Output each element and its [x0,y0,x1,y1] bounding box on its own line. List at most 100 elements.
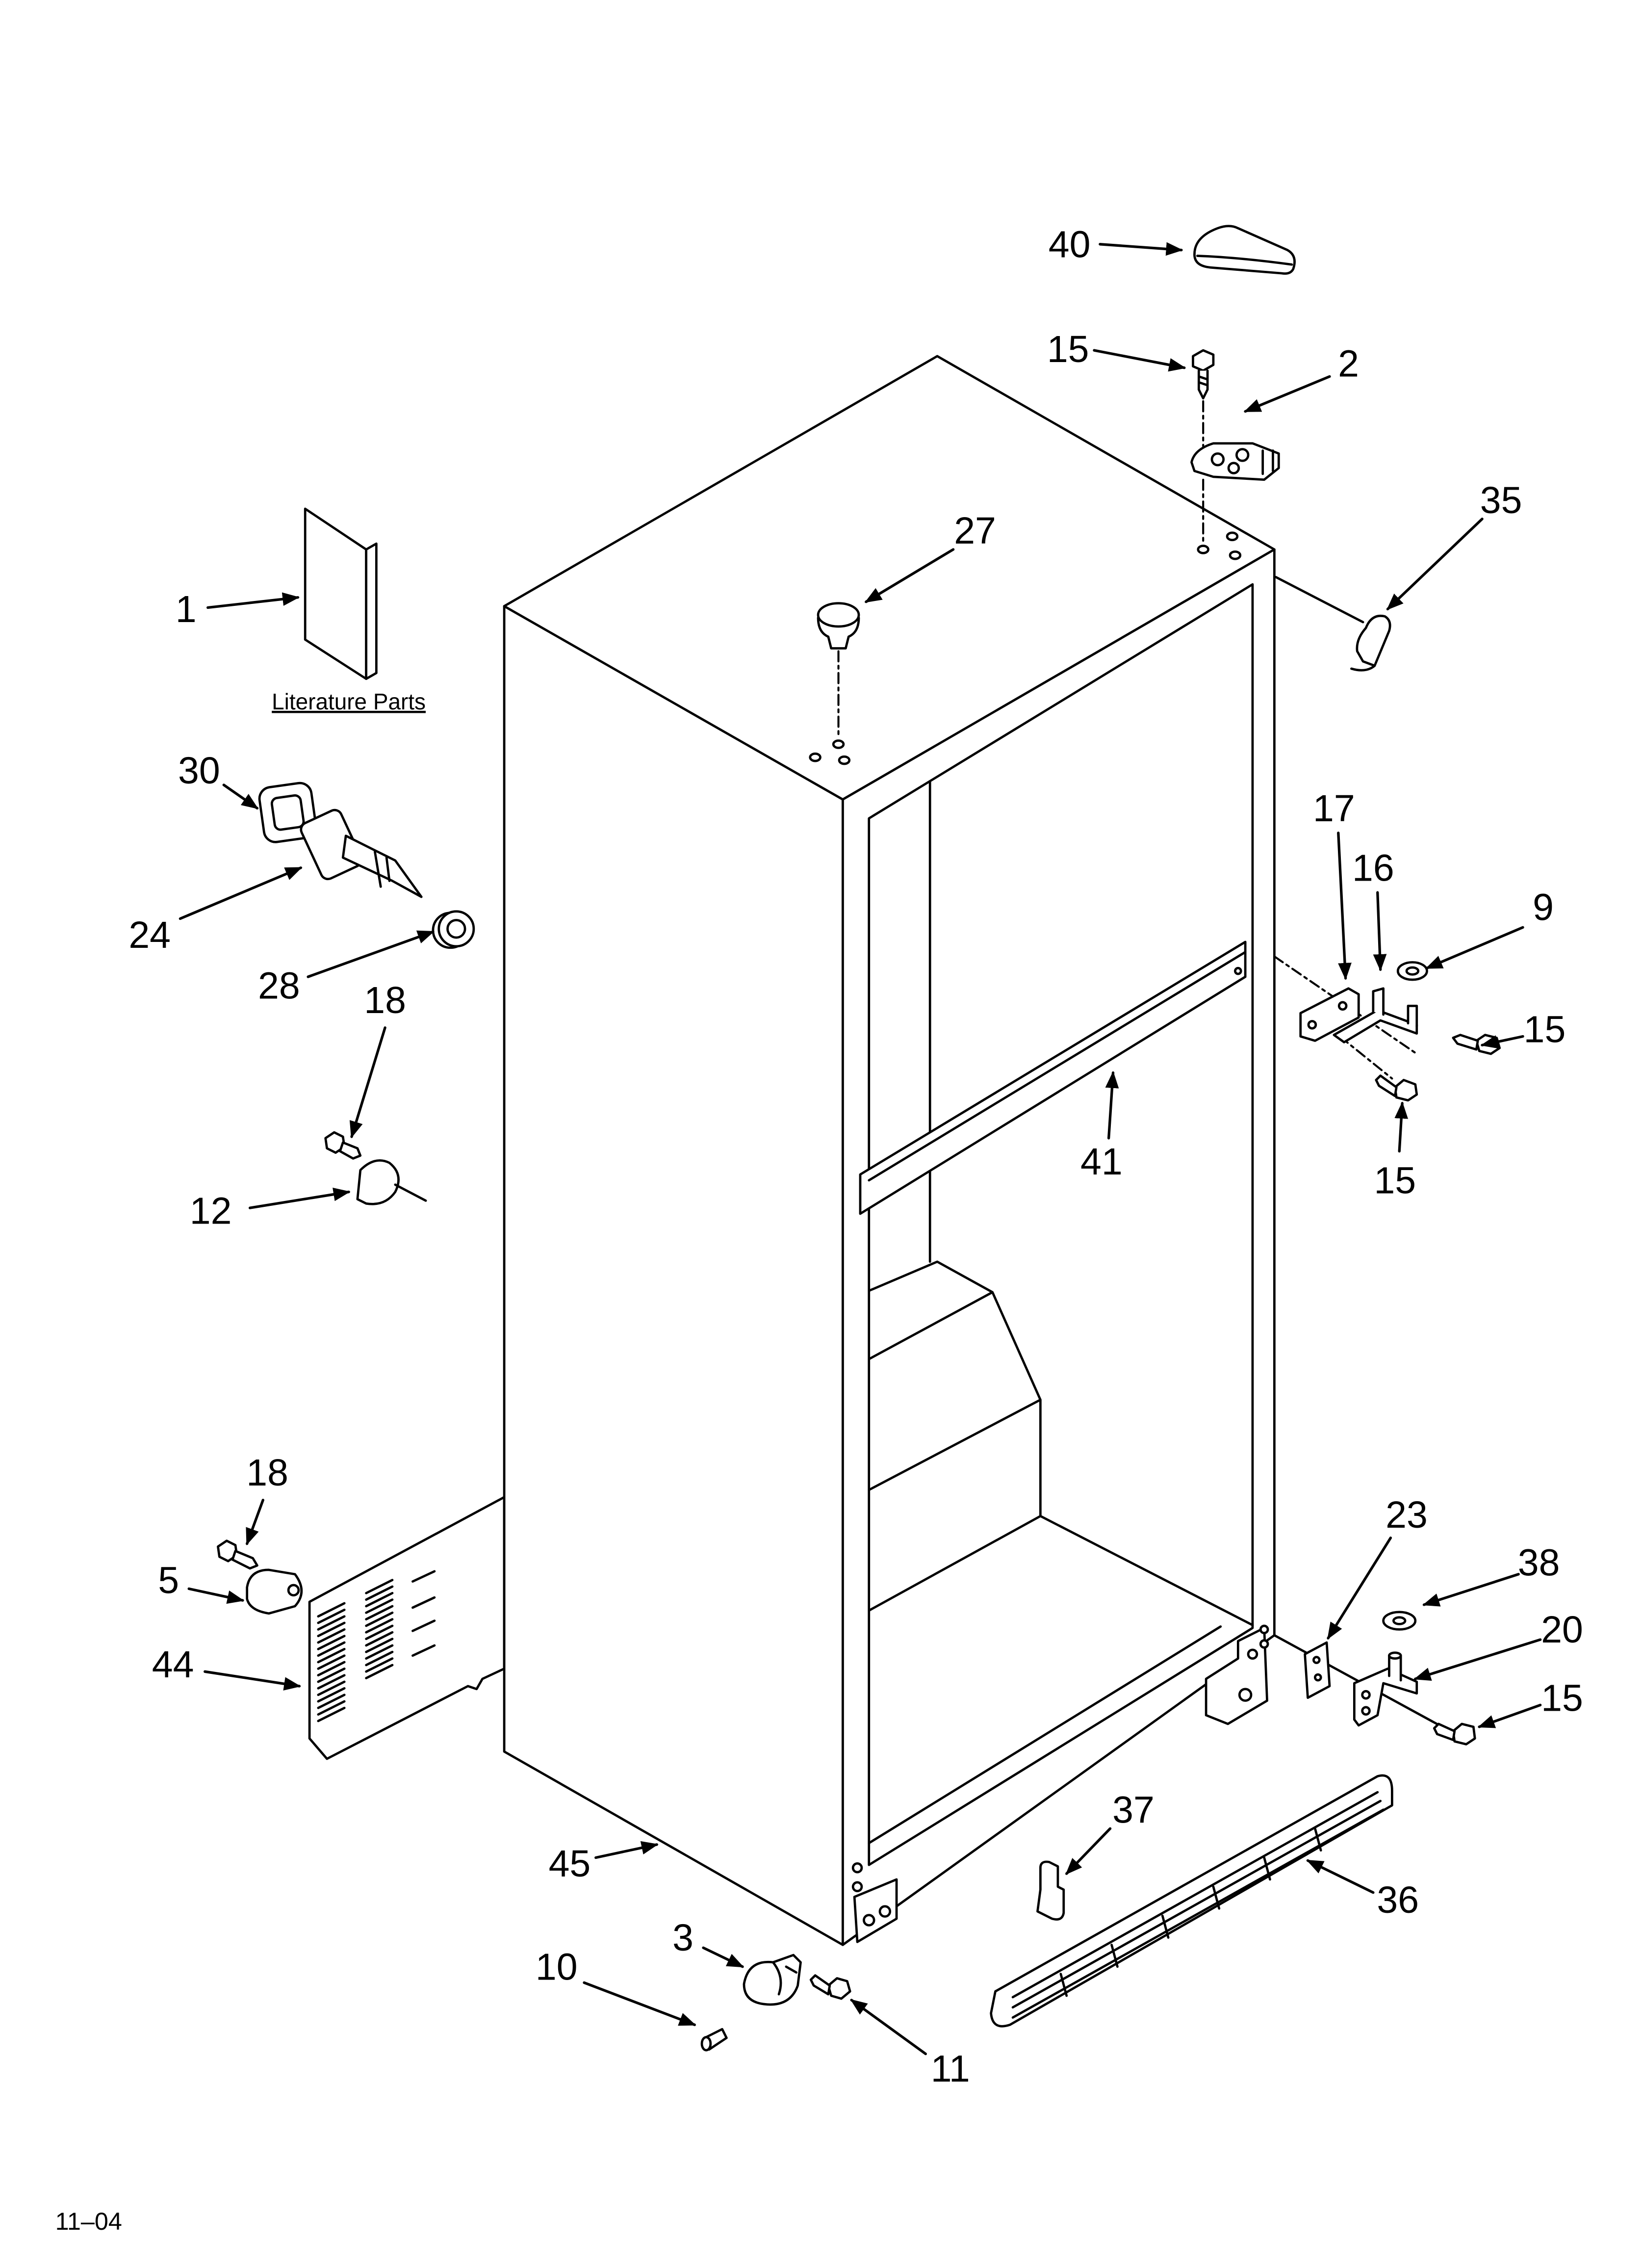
callout-arrow-44 [204,1670,301,1691]
callout-label-11: 11 [931,2048,970,2090]
cabinet-hole [851,1881,863,1893]
light-socket-24-plate [300,808,363,881]
callout-arrow-37 [1065,1827,1112,1875]
bracket-hole [863,1914,875,1927]
washer-9-hole [1405,966,1420,976]
callout-label-24: 24 [128,914,171,956]
callout-arrow-11 [850,1999,927,2056]
pin-10-head [700,2036,712,2052]
date-code: 11–04 [55,2207,122,2235]
hinge-bracket-hole [1238,1688,1253,1702]
washer-38-hole [1392,1616,1407,1625]
callout-arrow-1 [206,592,300,609]
top-hinge-pin [1261,449,1274,475]
shim-23-hole [1313,1673,1322,1682]
top-hole [809,752,821,762]
literature-book-spine [365,542,378,680]
bracket-17-hole [1337,1001,1348,1011]
rail-hole [1234,966,1242,975]
cabinet-opening [868,583,1254,1866]
callout-label-5: 5 [158,1559,179,1601]
clamp-12 [356,1159,400,1205]
screw-11-shank [809,1974,831,1996]
callout-arrow-24 [179,866,303,920]
gasket-30-inner [270,794,305,831]
callout-arrow-18-upper [349,1026,386,1139]
cabinet-hole [1259,1639,1269,1649]
callout-arrow-16 [1373,891,1387,971]
callout-label-44: 44 [152,1643,194,1686]
bottom-hinge-20-pin-top [1388,1651,1402,1660]
liner-divider [868,1260,1254,1626]
callout-label-41: 41 [1080,1141,1123,1183]
callout-arrow-30 [222,783,259,810]
callout-label-40: 40 [1049,223,1091,265]
callout-arrow-40 [1099,242,1183,256]
cabinet-hole [851,1862,863,1874]
callout-label-15-bottom: 15 [1541,1677,1583,1719]
hinge-cover-35-tail [1350,664,1376,672]
grommet-28-hole [446,919,466,939]
callout-label-3: 3 [672,1917,693,1959]
callout-label-45: 45 [549,1843,591,1885]
center-rail-edge [868,951,1247,1182]
callout-label-20: 20 [1541,1609,1583,1651]
clamp-12-wire [394,1183,427,1202]
screw-15-bottom-head [1452,1722,1476,1746]
top-hole [1197,545,1209,554]
callout-label-18-upper: 18 [364,979,406,1021]
center-hinge-16-post [1372,987,1385,1016]
grille-clip-37 [1036,1860,1065,1921]
light-socket-24-shaft [341,834,423,898]
bottom-left-bracket [853,1878,898,1943]
cabinet-side-panel [503,605,844,1946]
callout-label-12: 12 [190,1190,232,1232]
callout-arrow-18-lower [246,1499,264,1545]
screw-15-top-head [1192,349,1215,372]
callout-label-16: 16 [1352,847,1394,889]
hinge-cap-40-edge [1196,255,1293,266]
callout-arrow-23 [1327,1537,1392,1640]
top-hinge-2 [1190,442,1280,481]
callout-label-9: 9 [1533,886,1554,929]
clamp-5 [246,1568,303,1615]
shim-23-hole [1312,1656,1321,1664]
callout-arrow-15-right [1480,1035,1524,1049]
callout-label-30: 30 [178,750,220,792]
callout-label-2: 2 [1338,342,1359,385]
top-hinge-hole [1227,462,1240,474]
callout-label-15-right: 15 [1524,1008,1566,1050]
screw-18-upper-shank [338,1141,362,1160]
top-hole [838,755,851,765]
callout-arrow-35 [1386,518,1484,611]
bracket-hole [878,1905,892,1918]
clamp-5-hole [287,1584,300,1597]
screw-15-lower-shank [1375,1074,1398,1097]
callout-label-28: 28 [258,965,300,1007]
callout-arrow-2 [1243,375,1331,413]
callout-label-23: 23 [1385,1494,1428,1536]
callout-label-1: 1 [176,588,197,630]
callout-label-27: 27 [954,510,996,552]
callout-label-10: 10 [536,1946,578,1988]
callout-arrow-27 [864,548,955,603]
top-hinge-hole [1235,448,1250,462]
callout-arrow-28 [307,930,435,978]
callout-arrow-15-mid [1394,1101,1409,1153]
shim-23 [1304,1641,1331,1699]
callout-label-17: 17 [1313,787,1355,830]
callout-label-15-mid: 15 [1374,1160,1416,1202]
screw-15-top-shank [1197,369,1209,400]
callout-label-18-lower: 18 [246,1452,288,1494]
callout-label-35: 35 [1480,479,1522,521]
screw-15-bottom-shank [1433,1722,1456,1741]
bottom-hinge-20-hole [1361,1690,1371,1700]
callout-arrow-20 [1413,1638,1542,1681]
callout-label-38: 38 [1518,1542,1560,1584]
leveler-3-detail [771,1961,798,1996]
screw-11-head [827,1977,851,2000]
callout-arrow-5 [187,1587,245,1604]
callout-label-15-top: 15 [1047,328,1089,370]
callout-arrow-17 [1337,832,1352,980]
